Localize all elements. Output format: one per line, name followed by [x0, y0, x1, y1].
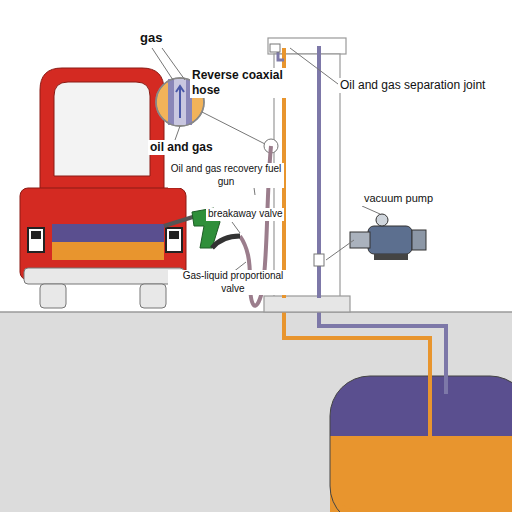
part-label: Gas-liquid proportional valve [168, 270, 298, 295]
ground-line [0, 311, 512, 313]
vacuum-pump [350, 214, 426, 260]
part-label: Oil and gas separation joint [338, 78, 487, 93]
storage-tank [330, 376, 512, 512]
part-label: vacuum pump [362, 192, 435, 206]
part-label: Reverse coaxial hose [190, 68, 294, 98]
part-label: Oil and gas recovery fuel gun [168, 163, 284, 188]
part-label: breakaway valve [206, 208, 284, 221]
callout-label: gas [138, 30, 164, 46]
callout-label: oil and gas [148, 140, 215, 155]
